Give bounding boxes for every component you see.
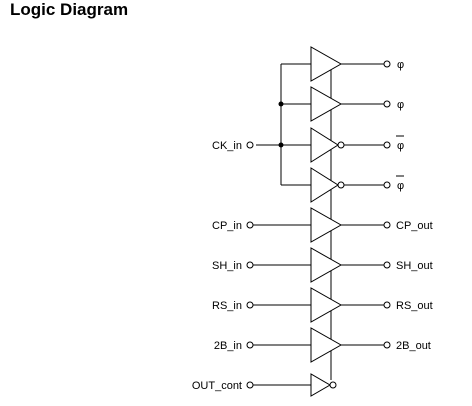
input-pin (246, 381, 254, 389)
output-label-rs-out: RS_out (396, 300, 433, 312)
output-label-cp-out: CP_out (396, 220, 433, 232)
buffer-cp: CP_in CP_out (212, 207, 433, 243)
input-pin (246, 301, 254, 309)
input-label-out-cont: OUT_cont (192, 380, 242, 392)
input-label-ck-in: CK_in (212, 140, 242, 152)
buffer-phi-2: φ (310, 86, 404, 122)
input-pin (246, 141, 254, 149)
output-label-phi-bar-2: φ (397, 180, 404, 192)
output-pin (383, 141, 391, 149)
page-title: Logic Diagram (10, 0, 129, 19)
output-label-phi-bar-1: φ (397, 140, 404, 152)
input-ck-in: CK_in (212, 140, 254, 152)
input-label-cp-in: CP_in (212, 220, 242, 232)
clock-distribution-wiring (256, 63, 311, 186)
output-label-phi-1: φ (397, 59, 404, 71)
output-pin (383, 100, 391, 108)
input-label-sh-in: SH_in (212, 260, 242, 272)
junction-dot (278, 142, 284, 148)
input-label-rs-in: RS_in (212, 300, 242, 312)
output-pin (383, 341, 391, 349)
output-pin (383, 261, 391, 269)
output-label-2b-out: 2B_out (396, 340, 431, 352)
output-pin (383, 181, 391, 189)
buffer-sh: SH_in SH_out (212, 247, 433, 283)
inverter-out-cont: OUT_cont (192, 373, 337, 397)
output-label-sh-out: SH_out (396, 260, 433, 272)
buffer-rs: RS_in RS_out (212, 287, 433, 323)
buffer-phi-1: φ (310, 46, 404, 82)
inversion-bubble (337, 141, 345, 149)
inversion-bubble (329, 381, 337, 389)
buffer-2b: 2B_in 2B_out (214, 327, 431, 363)
inverter-phi-bar-1: φ (310, 127, 404, 163)
junction-dot (278, 101, 284, 107)
input-pin (246, 221, 254, 229)
output-pin (383, 221, 391, 229)
inverter-phi-bar-2: φ (310, 167, 404, 203)
input-pin (246, 261, 254, 269)
input-label-2b-in: 2B_in (214, 340, 242, 352)
output-label-phi-2: φ (397, 99, 404, 111)
output-pin (383, 301, 391, 309)
inversion-bubble (337, 181, 345, 189)
output-pin (383, 60, 391, 68)
input-pin (246, 341, 254, 349)
